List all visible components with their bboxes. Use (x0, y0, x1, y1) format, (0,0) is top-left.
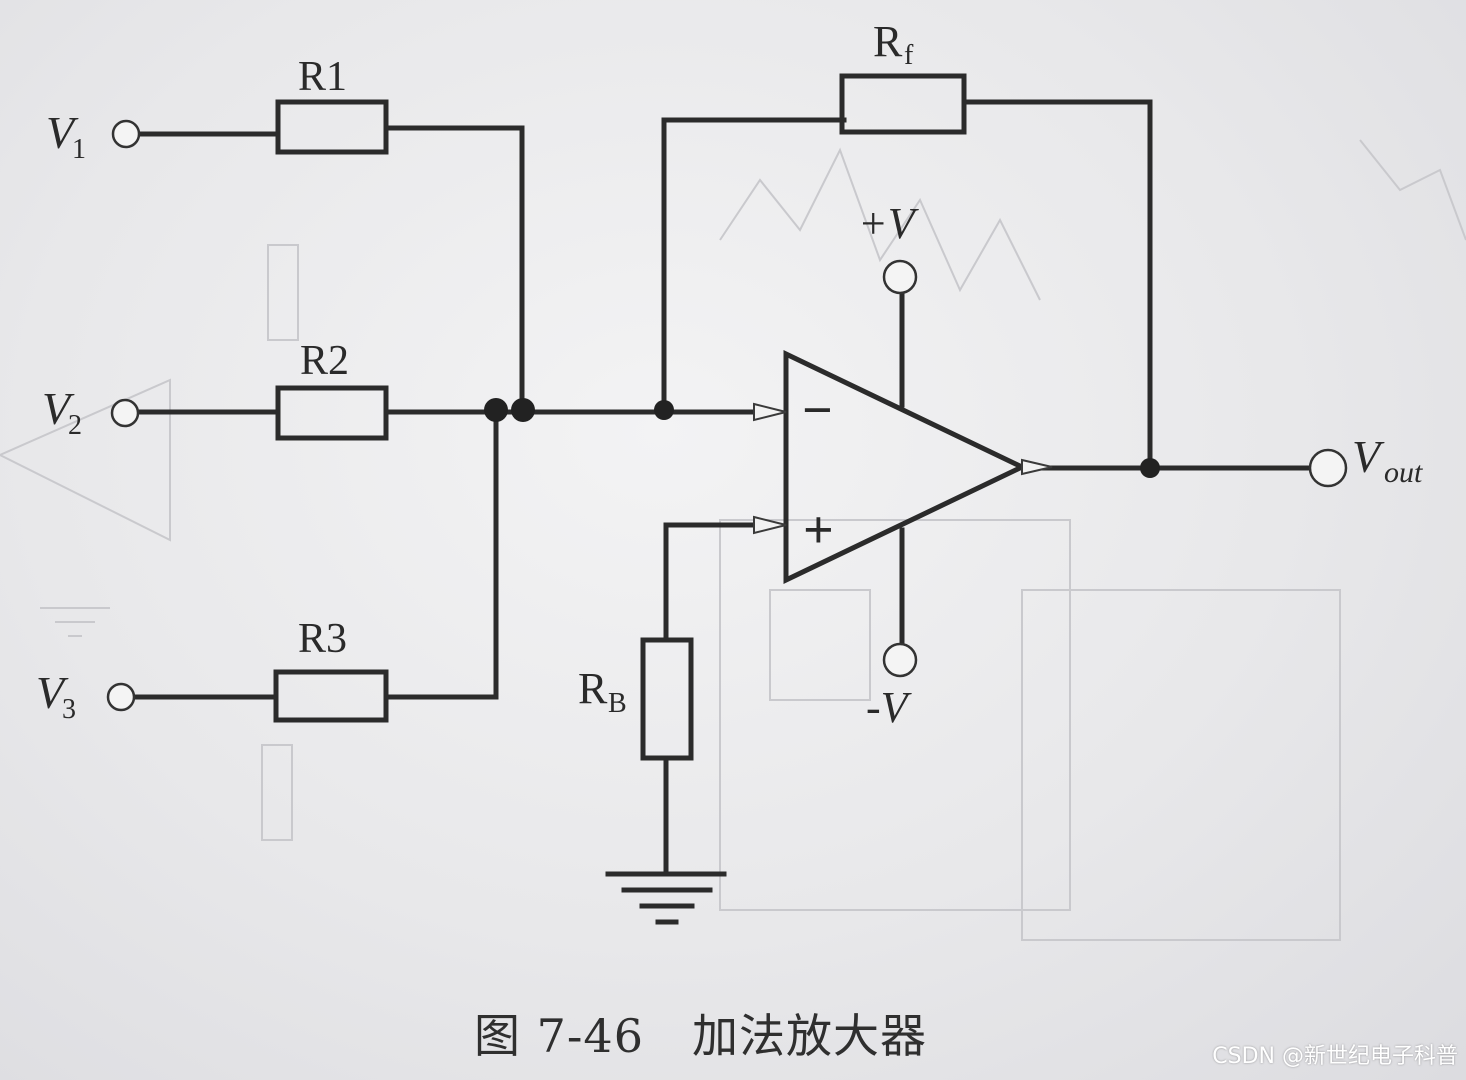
junction-dot-r3 (484, 398, 508, 422)
junction-dot-r1 (511, 398, 535, 422)
label-rb: R B (578, 664, 627, 719)
label-r3: R3 (298, 616, 347, 662)
label-rf-main: R (873, 17, 903, 66)
figure-caption: 图 7-46 加法放大器 (474, 1000, 927, 1066)
output-arrow (1021, 458, 1053, 476)
terminal-v3 (106, 682, 136, 712)
figure-title: 加法放大器 (691, 1009, 927, 1063)
label-vout-main: V (1352, 431, 1385, 482)
label-negative-supply: -V (866, 683, 913, 732)
watermark: CSDN @新世纪电子科普 (1212, 1044, 1458, 1069)
inverting-sign: − (802, 380, 833, 440)
label-v1: V 1 (46, 107, 86, 165)
label-r2: R2 (300, 338, 349, 384)
resistor-rb (640, 637, 694, 761)
resistor-r2 (275, 385, 389, 441)
non-inverting-path (663, 522, 757, 875)
label-rf: R f (873, 17, 914, 71)
op-amp-triangle (783, 350, 1028, 584)
label-v1-subscript: 1 (72, 134, 86, 165)
label-v3-subscript: 3 (62, 694, 76, 725)
non-inverting-sign: + (803, 500, 834, 560)
label-vout: V out (1352, 431, 1423, 489)
input-wires (133, 125, 757, 700)
terminal-positive-supply (882, 259, 918, 295)
non-inverting-input-arrow (753, 515, 787, 535)
terminal-negative-supply (882, 642, 918, 678)
terminal-v1 (111, 119, 141, 149)
label-v2-main: V (42, 383, 75, 434)
label-v2-subscript: 2 (68, 410, 82, 441)
terminal-v2 (110, 398, 140, 428)
terminal-vout (1308, 448, 1348, 488)
ground-symbol (605, 871, 727, 925)
label-rf-subscript: f (904, 40, 914, 71)
label-rb-main: R (578, 664, 608, 713)
resistor-r3 (273, 669, 389, 723)
label-positive-supply: +V (858, 199, 920, 248)
feedback-path (661, 99, 1315, 471)
figure-number: 图 7-46 (474, 1009, 644, 1063)
label-v3: V 3 (36, 667, 76, 725)
label-r1: R1 (298, 54, 347, 100)
resistor-rf (839, 73, 967, 135)
label-rb-subscript: B (608, 688, 627, 719)
label-v1-main: V (46, 107, 79, 158)
bleed-through-shadow (0, 139, 1466, 941)
label-vout-subscript: out (1384, 456, 1423, 489)
junction-dot-feedback (654, 400, 674, 420)
inverting-input-arrow (753, 402, 787, 422)
label-v3-main: V (36, 667, 69, 718)
label-v2: V 2 (42, 383, 82, 441)
resistor-r1 (275, 99, 389, 155)
junction-dot-output (1140, 458, 1160, 478)
